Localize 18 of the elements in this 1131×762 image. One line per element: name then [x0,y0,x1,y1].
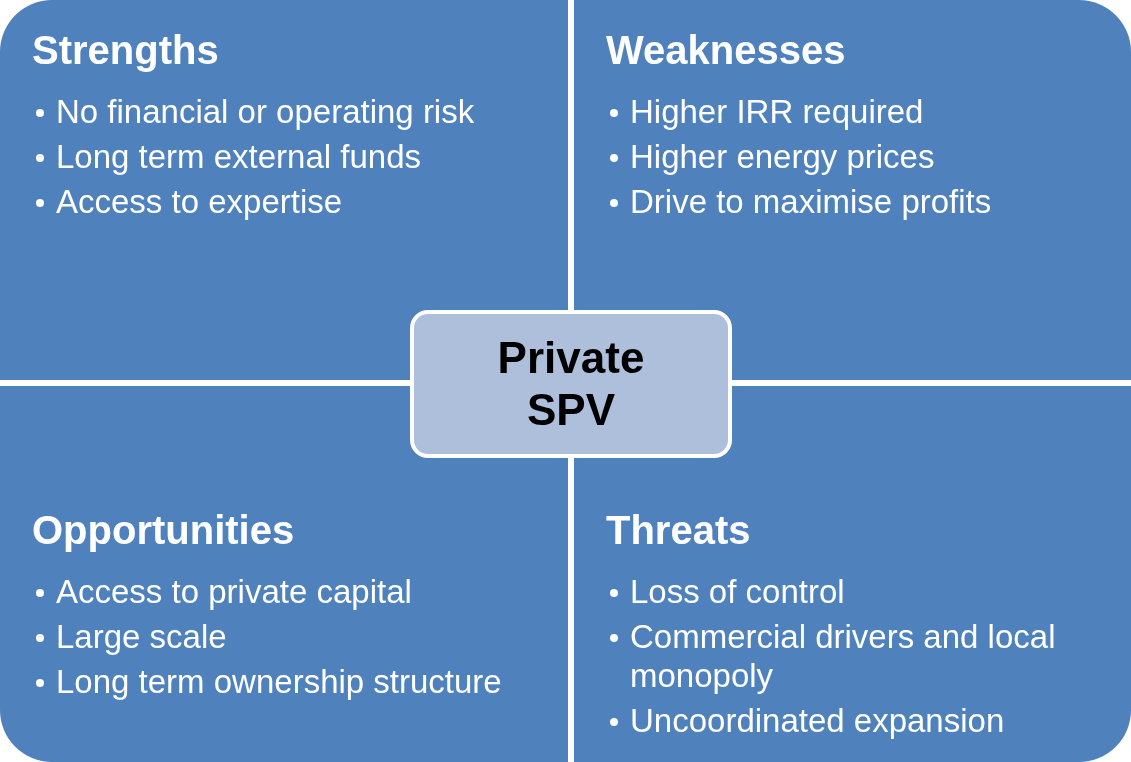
bullet-text: Long term external funds [56,137,422,176]
bullet-text: Drive to maximise profits [630,182,992,221]
bullet-text: Loss of control [630,572,845,611]
quadrant-heading: Weaknesses [606,27,847,74]
bullet-text: No financial or operating risk [56,92,475,131]
quadrant-heading: Threats [606,507,752,554]
bullet-text: Commercial drivers and local monopoly [630,617,1057,695]
bullet-text: Higher energy prices [630,137,935,176]
quadrant-heading: Strengths [32,27,220,74]
bullet-text: Higher IRR required [630,92,924,131]
bullet-text: Long term ownership structure [56,662,502,701]
quadrant-heading: Opportunities [32,507,296,554]
center-box [410,310,732,458]
bullet-text: Access to expertise [56,182,343,221]
bullet-text: Large scale [56,617,227,656]
bullet-text: Access to private capital [56,572,412,611]
center-label: Private SPV [496,332,646,436]
bullet-text: Uncoordinated expansion [630,701,1005,740]
